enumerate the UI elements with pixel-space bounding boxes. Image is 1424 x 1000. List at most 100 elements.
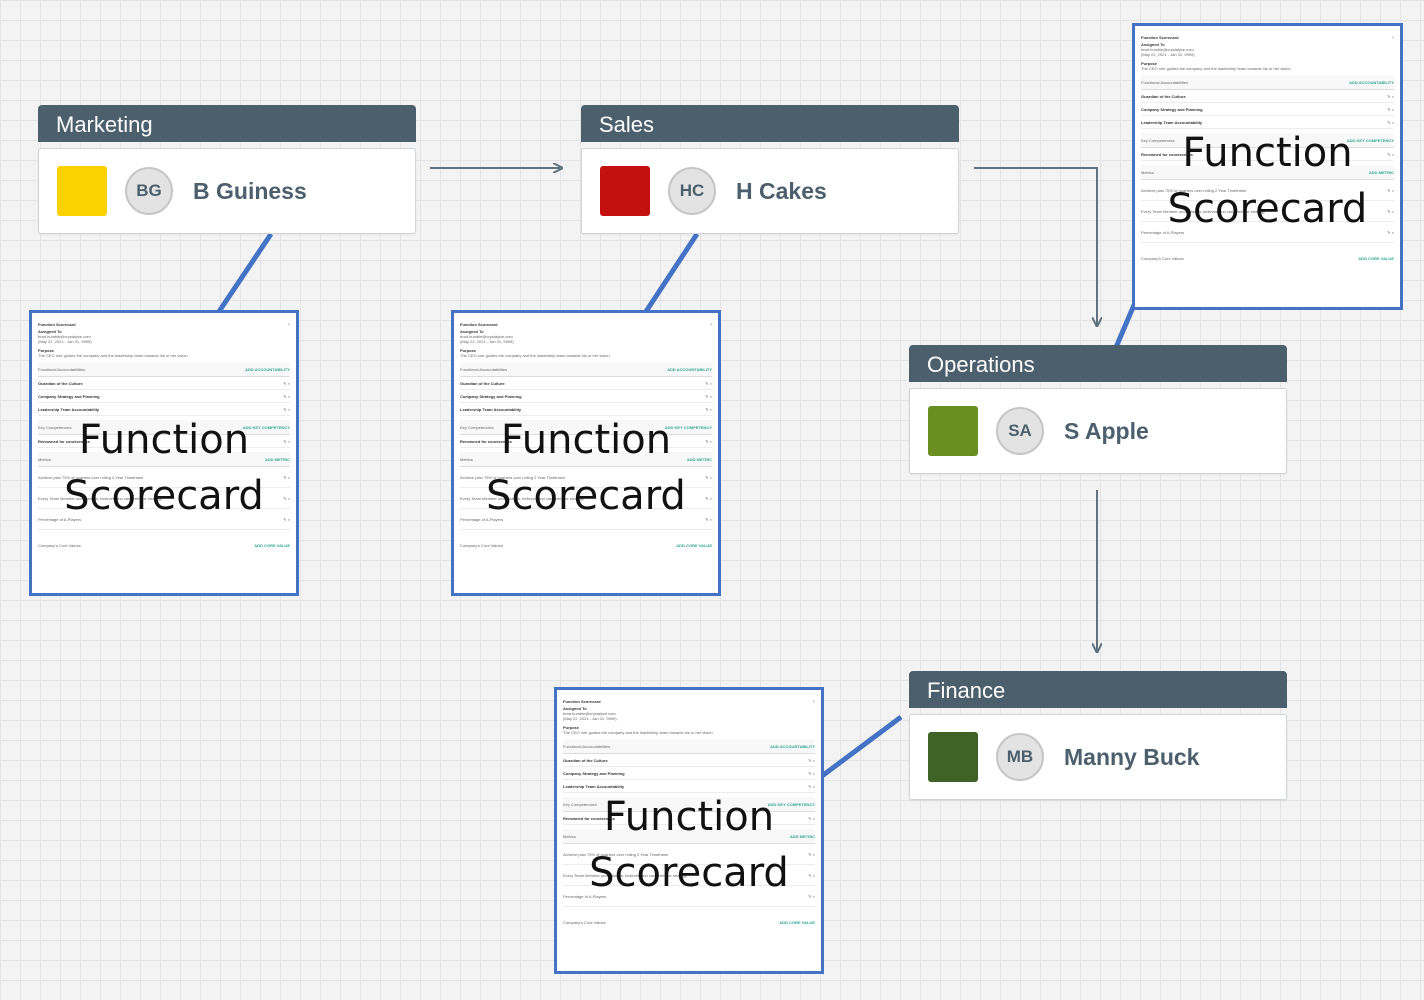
metric-row[interactable]: Percentage of A-Players✎ × [460,509,712,530]
section-label: Metrics [38,456,51,462]
list-item[interactable]: Leadership Team Accountability✎ × [38,403,290,416]
edit-icon[interactable]: ✎ × [1387,208,1394,214]
metric-row[interactable]: Achieve plan 75% of quarters over rollin… [1141,180,1394,201]
add-accountability-button[interactable]: ADD ACCOUNTABILITY [245,366,290,372]
edit-icon[interactable]: ✎ × [808,893,815,899]
scorecard-operations[interactable]: Function Scorecard ? Assigned To brad.hu… [1132,23,1403,310]
metric-row[interactable]: Every Team Member understands, believes … [38,488,290,509]
add-core-value-button[interactable]: ADD CORE VALUE [676,542,712,548]
help-icon[interactable]: ? [709,321,712,327]
edit-icon[interactable]: ✎ × [705,438,712,444]
add-competency-button[interactable]: ADD KEY COMPETENCY [242,424,290,430]
edit-icon[interactable]: ✎ × [283,393,290,399]
add-competency-button[interactable]: ADD KEY COMPETENCY [767,801,815,807]
dept-node-marketing[interactable]: Marketing BG B Guiness [38,105,416,234]
edit-icon[interactable]: ✎ × [283,380,290,386]
dept-title: Finance [909,671,1287,708]
add-metric-button[interactable]: ADD METRIC [789,833,815,839]
item-label: Leadership Team Accountability [563,783,625,789]
add-metric-button[interactable]: ADD METRIC [1368,169,1394,175]
section-label: Functional Accountabilities [563,743,611,749]
edit-icon[interactable]: ✎ × [808,815,815,821]
list-item[interactable]: Guardian of the Culture✎ × [563,754,815,767]
edit-icon[interactable]: ✎ × [705,380,712,386]
list-item[interactable]: Leadership Team Accountability✎ × [460,403,712,416]
edit-icon[interactable]: ✎ × [808,783,815,789]
dept-color-swatch [57,166,107,216]
list-item[interactable]: Company Strategy and Planning✎ × [38,390,290,403]
edit-icon[interactable]: ✎ × [1387,229,1394,235]
add-metric-button[interactable]: ADD METRIC [264,456,290,462]
avatar[interactable]: HC [668,167,716,215]
metric-label: Every Team Member understands, believes … [38,495,162,501]
edit-icon[interactable]: ✎ × [1387,119,1394,125]
list-item[interactable]: Guardian of the Culture✎ × [1141,90,1394,103]
list-item[interactable]: Renowned for conciseness✎ × [1141,148,1394,161]
edit-icon[interactable]: ✎ × [283,474,290,480]
help-icon[interactable]: ? [287,321,290,327]
add-core-value-button[interactable]: ADD CORE VALUE [779,919,815,925]
metric-row[interactable]: Percentage of A-Players✎ × [1141,222,1394,243]
add-accountability-button[interactable]: ADD ACCOUNTABILITY [1349,79,1394,85]
edit-icon[interactable]: ✎ × [808,770,815,776]
add-accountability-button[interactable]: ADD ACCOUNTABILITY [667,366,712,372]
edit-icon[interactable]: ✎ × [705,406,712,412]
metric-label: Every Team Member understands, believes … [460,495,584,501]
add-competency-button[interactable]: ADD KEY COMPETENCY [664,424,712,430]
edit-icon[interactable]: ✎ × [705,495,712,501]
list-item[interactable]: Leadership Team Accountability✎ × [1141,116,1394,129]
list-item[interactable]: Company Strategy and Planning✎ × [460,390,712,403]
metric-row[interactable]: Achieve plan 75% of quarters over rollin… [38,467,290,488]
add-competency-button[interactable]: ADD KEY COMPETENCY [1346,137,1394,143]
list-item[interactable]: Guardian of the Culture✎ × [460,377,712,390]
edit-icon[interactable]: ✎ × [1387,93,1394,99]
scorecard-header: Function Scorecard ? [460,319,712,329]
list-item[interactable]: Renowned for conciseness✎ × [38,435,290,448]
metric-row[interactable]: Every Team Member understands, believes … [460,488,712,509]
link-sales-scorecard [642,232,700,315]
metrics-section: Metrics ADD METRIC [563,829,815,844]
edit-icon[interactable]: ✎ × [808,851,815,857]
avatar[interactable]: MB [996,733,1044,781]
scorecard-sales[interactable]: Function Scorecard ? Assigned To brad.hu… [451,310,721,596]
help-icon[interactable]: ? [1391,34,1394,40]
edit-icon[interactable]: ✎ × [1387,151,1394,157]
list-item[interactable]: Company Strategy and Planning✎ × [1141,103,1394,116]
edit-icon[interactable]: ✎ × [1387,187,1394,193]
metric-row[interactable]: Achieve plan 75% of quarters over rollin… [460,467,712,488]
metric-row[interactable]: Percentage of A-Players✎ × [563,886,815,907]
add-core-value-button[interactable]: ADD CORE VALUE [254,542,290,548]
edit-icon[interactable]: ✎ × [1387,106,1394,112]
avatar[interactable]: SA [996,407,1044,455]
metric-row[interactable]: Every Team Member understands, believes … [1141,201,1394,222]
purpose-text: The CEO role guides the company and the … [1141,66,1291,71]
dept-node-sales[interactable]: Sales HC H Cakes [581,105,959,234]
scorecard-marketing[interactable]: Function Scorecard ? Assigned To brad.hu… [29,310,299,596]
edit-icon[interactable]: ✎ × [705,393,712,399]
edit-icon[interactable]: ✎ × [283,438,290,444]
list-item[interactable]: Guardian of the Culture✎ × [38,377,290,390]
list-item[interactable]: Renowned for conciseness✎ × [563,812,815,825]
edit-icon[interactable]: ✎ × [808,872,815,878]
add-core-value-button[interactable]: ADD CORE VALUE [1358,255,1394,261]
metric-row[interactable]: Every Team Member understands, believes … [563,865,815,886]
list-item[interactable]: Renowned for conciseness✎ × [460,435,712,448]
edit-icon[interactable]: ✎ × [283,406,290,412]
edit-icon[interactable]: ✎ × [283,495,290,501]
scorecard-finance[interactable]: Function Scorecard ? Assigned To brad.hu… [554,687,824,974]
edit-icon[interactable]: ✎ × [283,516,290,522]
list-item[interactable]: Leadership Team Accountability ✎ × [563,780,815,793]
help-icon[interactable]: ? [812,698,815,704]
dept-node-finance[interactable]: Finance MB Manny Buck [909,671,1287,800]
dept-node-operations[interactable]: Operations SA S Apple [909,345,1287,474]
metric-row[interactable]: Percentage of A-Players✎ × [38,509,290,530]
add-accountability-button[interactable]: ADD ACCOUNTABILITY [770,743,815,749]
list-item[interactable]: Company Strategy and Planning✎ × [563,767,815,780]
section-label: Metrics [563,833,576,839]
avatar[interactable]: BG [125,167,173,215]
add-metric-button[interactable]: ADD METRIC [686,456,712,462]
edit-icon[interactable]: ✎ × [808,757,815,763]
edit-icon[interactable]: ✎ × [705,474,712,480]
edit-icon[interactable]: ✎ × [705,516,712,522]
metric-row[interactable]: Achieve plan 75% of quarters over rollin… [563,844,815,865]
